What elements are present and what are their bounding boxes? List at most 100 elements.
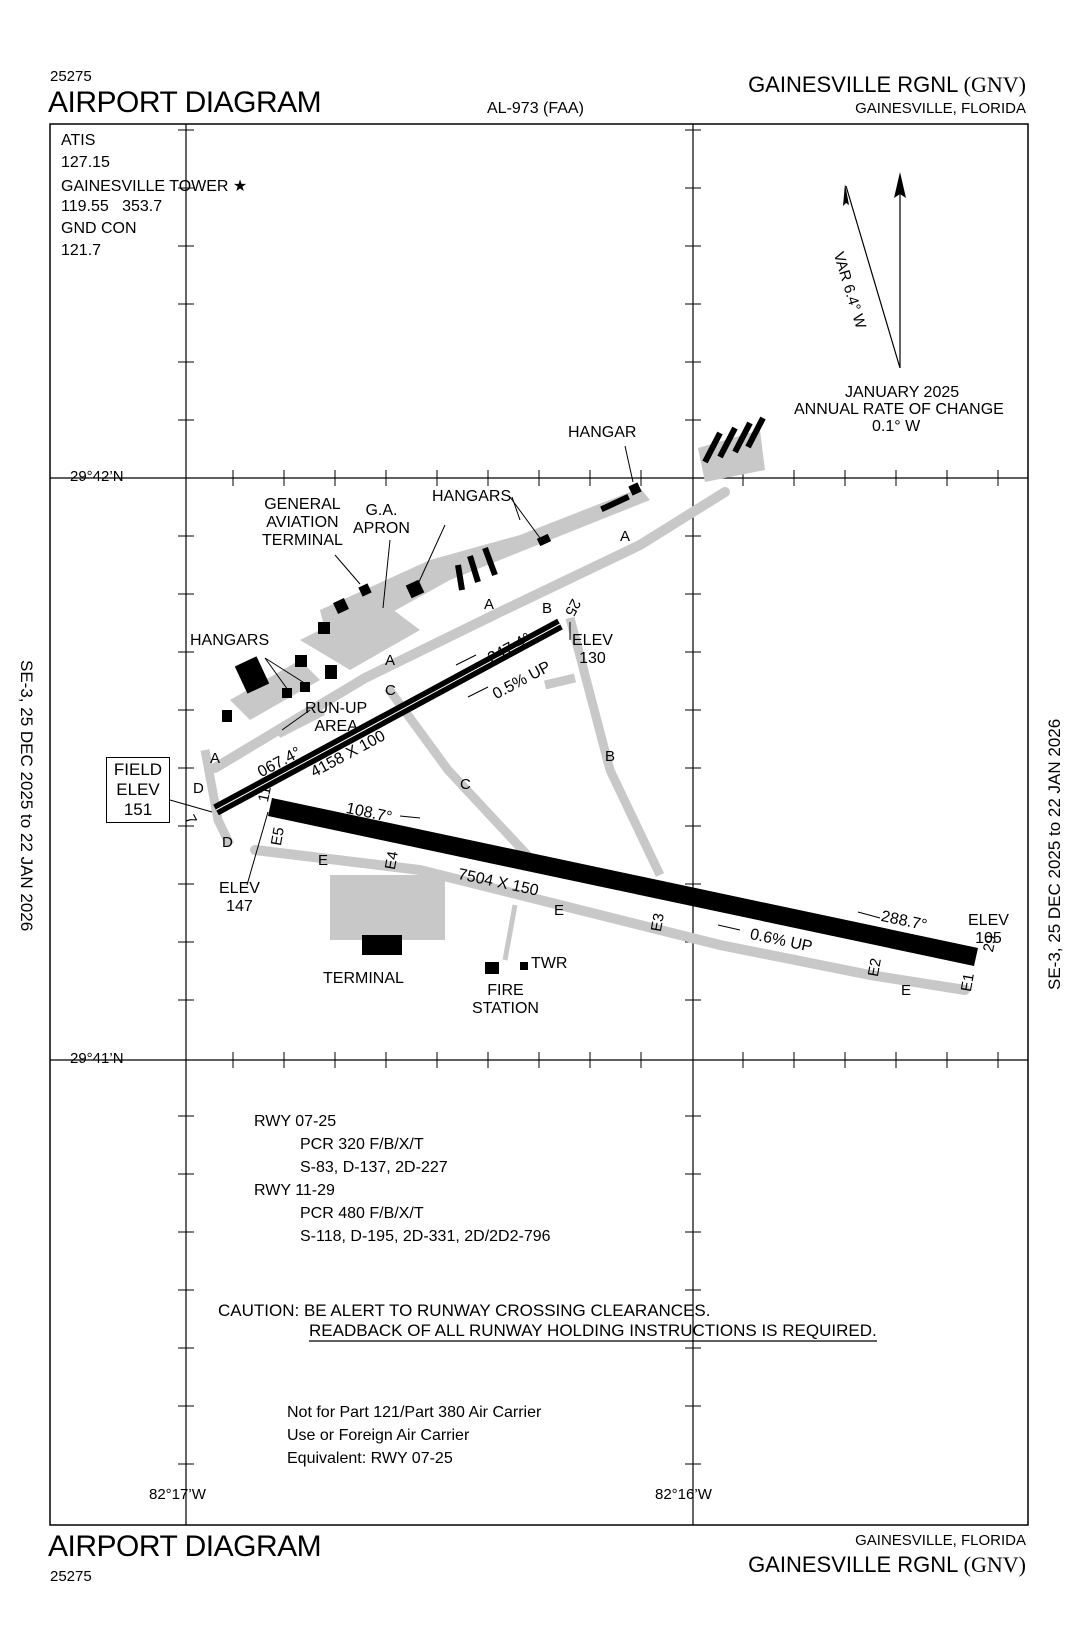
fire-line-1: FIRE	[487, 982, 524, 999]
label-hangar-top: HANGAR	[568, 424, 637, 441]
part-note-line-1: Not for Part 121/Part 380 Air Carrier	[287, 1404, 542, 1421]
taxiway-e5-label: E5	[268, 825, 288, 847]
note-rwy-1129: RWY 11-29	[254, 1182, 335, 1199]
taxiway-d-label-2: D	[222, 834, 233, 851]
ga-terminal-line-3: TERMINAL	[262, 532, 343, 549]
caution-line-2: READBACK OF ALL RUNWAY HOLDING INSTRUCTI…	[309, 1321, 877, 1340]
label-hangars-mid: HANGARS	[432, 488, 512, 505]
variation-rate: 0.1° W	[872, 418, 921, 435]
label-elev-130: ELEV 130	[572, 632, 613, 668]
left-margin-dates: SE-3, 25 DEC 2025 to 22 JAN 2026	[17, 660, 36, 932]
ga-terminal-line-2: AVIATION	[266, 514, 339, 531]
lat-bottom: 29°41’N	[70, 1050, 124, 1067]
footer-airport-id: (GNV)	[963, 1552, 1026, 1577]
elev130-value: 130	[579, 650, 606, 667]
leader-lines	[169, 445, 881, 931]
footer-title: AIRPORT DIAGRAM	[48, 1530, 322, 1563]
lon-left: 82°17’W	[149, 1486, 206, 1503]
magnetic-variation-arrow	[843, 184, 901, 369]
fire-line-2: STATION	[472, 1000, 539, 1017]
chart-frame	[49, 123, 1029, 1526]
rwy-end-11: 11	[255, 784, 275, 804]
variation-rate-label: ANNUAL RATE OF CHANGE	[794, 401, 1004, 418]
note-rwy-1129-weight: S-118, D-195, 2D-331, 2D/2D2-796	[300, 1228, 551, 1245]
runup-line-1: RUN-UP	[305, 700, 368, 717]
note-rwy-1129-pcr: PCR 480 F/B/X/T	[300, 1205, 424, 1222]
tower-label-text: GAINESVILLE TOWER	[61, 178, 229, 195]
tower-freq: 119.55 353.7	[61, 198, 163, 215]
tower-star-icon: ★	[232, 178, 248, 195]
taxiway-e1-label: E1	[958, 971, 978, 993]
airport-location: GAINESVILLE, FLORIDA	[855, 100, 1026, 117]
label-elev-105: ELEV 105	[968, 912, 1009, 948]
ga-terminal-line-1: GENERAL	[264, 496, 341, 513]
airport-name: GAINESVILLE RGNL	[748, 72, 958, 97]
taxiway-b-label-2: B	[605, 748, 616, 765]
elev105-value: 105	[975, 930, 1002, 947]
footer-airport-name: GAINESVILLE RGNL	[748, 1552, 958, 1577]
buildings	[222, 416, 766, 974]
elev147-line-1: ELEV	[219, 880, 260, 897]
note-rwy-0725: RWY 07-25	[254, 1113, 337, 1130]
taxiway-e4-label: E4	[382, 849, 402, 871]
airport-title: GAINESVILLE RGNL (GNV)	[748, 72, 1026, 98]
footer-airport-title: GAINESVILLE RGNL (GNV)	[748, 1552, 1026, 1578]
taxiway-b-label-1: B	[542, 600, 553, 617]
taxiway-d-label-1: D	[193, 780, 204, 797]
footer-location: GAINESVILLE, FLORIDA	[855, 1532, 1026, 1549]
doc-number-top: 25275	[50, 68, 92, 85]
label-ga-apron: G.A. APRON	[353, 502, 410, 538]
field-elevation-box: FIELD ELEV 151	[106, 757, 170, 823]
taxiway-e-label-1: E	[318, 852, 329, 869]
taxiway-a-label-4: A	[210, 750, 221, 767]
north-arrow	[894, 172, 906, 368]
taxiway-a-label-3: A	[385, 652, 396, 669]
label-ga-terminal: GENERAL AVIATION TERMINAL	[262, 496, 343, 550]
field-elev-value: 151	[123, 800, 153, 819]
graticule-ticks	[178, 129, 999, 1465]
field-elev-line-2: ELEV	[116, 780, 160, 799]
pavement	[200, 430, 970, 995]
procedure-id: AL-973 (FAA)	[487, 100, 584, 117]
field-elev-line-1: FIELD	[113, 760, 163, 779]
gnd-freq: 121.7	[61, 242, 102, 259]
label-tower: TWR	[531, 955, 568, 972]
atis-label: ATIS	[61, 132, 96, 149]
right-margin-dates: SE-3, 25 DEC 2025 to 22 JAN 2026	[1045, 718, 1064, 990]
lat-top: 29°42’N	[70, 468, 124, 485]
label-terminal: TERMINAL	[323, 970, 404, 987]
taxiway-c-label-2: C	[460, 776, 471, 793]
label-hangars-left: HANGARS	[190, 632, 270, 649]
taxiway-a-label-1: A	[620, 528, 631, 545]
label-runup-area: RUN-UP AREA	[305, 700, 367, 736]
taxiway-e-label-3: E	[901, 982, 912, 999]
gnd-label: GND CON	[61, 220, 137, 237]
runway-11-29	[268, 798, 978, 966]
note-rwy-0725-weight: S-83, D-137, 2D-227	[300, 1159, 448, 1176]
taxiway-c-label-1: C	[385, 682, 396, 699]
part-note-line-3: Equivalent: RWY 07-25	[287, 1450, 453, 1467]
taxiway-e2-label: E2	[865, 956, 885, 978]
tower-label: GAINESVILLE TOWER ★	[61, 176, 247, 196]
label-fire-station: FIRE STATION	[472, 982, 539, 1018]
airport-id: (GNV)	[963, 72, 1026, 97]
ga-apron-line-1: G.A.	[365, 502, 398, 519]
taxiway-a-label-2: A	[484, 596, 495, 613]
caution-line-1: CAUTION: BE ALERT TO RUNWAY CROSSING CLE…	[218, 1301, 711, 1320]
taxiway-e3-label: E3	[648, 911, 668, 933]
runway-07-25	[213, 618, 563, 816]
label-elev-147: ELEV 147	[219, 880, 260, 916]
elev147-value: 147	[226, 898, 253, 915]
ga-apron-line-2: APRON	[353, 520, 410, 537]
runup-line-2: AREA	[314, 718, 358, 735]
note-rwy-0725-pcr: PCR 320 F/B/X/T	[300, 1136, 424, 1153]
rwy-end-29: 29	[980, 933, 1001, 954]
atis-freq: 127.15	[61, 154, 110, 171]
taxiway-e-label-2: E	[554, 902, 565, 919]
part-note-line-2: Use or Foreign Air Carrier	[287, 1427, 470, 1444]
doc-number-bottom: 25275	[50, 1568, 92, 1585]
elev105-line-1: ELEV	[968, 912, 1009, 929]
page-title: AIRPORT DIAGRAM	[48, 86, 322, 119]
elev130-line-1: ELEV	[572, 632, 613, 649]
